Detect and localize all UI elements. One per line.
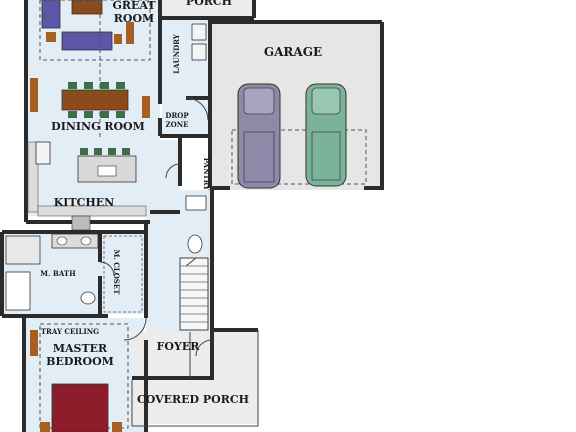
kitchen-fixtures xyxy=(27,141,147,231)
shower xyxy=(5,235,41,265)
coffee-table xyxy=(71,0,103,15)
cooktop xyxy=(71,215,91,231)
label-laundry: LAUNDRY xyxy=(172,33,181,74)
dining-furniture xyxy=(30,22,150,118)
master-toilet xyxy=(80,291,96,305)
label-kitchen: KITCHEN xyxy=(54,196,114,209)
sofa-main xyxy=(61,31,113,51)
label-pantry: PANTRY xyxy=(202,158,211,191)
cabinet xyxy=(142,96,150,118)
sofa-side xyxy=(41,0,61,29)
dining-table xyxy=(61,89,129,111)
stairs xyxy=(179,257,209,331)
rug-outline xyxy=(39,0,151,61)
fridge xyxy=(35,141,51,165)
half-bath-sink xyxy=(185,195,207,211)
label-dining-room: DINING ROOM xyxy=(51,120,145,133)
label-porch-top: PORCH xyxy=(186,0,232,8)
label-garage: GARAGE xyxy=(264,45,322,59)
room-labels: PORCH GREAT ROOM LAUNDRY GARAGE DINING R… xyxy=(40,0,322,406)
top-porch-floor xyxy=(162,0,254,16)
porch-outlines xyxy=(131,330,259,427)
label-covered-porch: COVERED PORCH xyxy=(137,393,249,406)
label-master-bedroom-2: BEDROOM xyxy=(46,355,114,368)
great-room-furniture xyxy=(39,0,151,140)
closet-shelf xyxy=(103,235,143,313)
nightstand-left xyxy=(40,422,50,432)
nightstand-right xyxy=(112,422,122,432)
label-foyer: FOYER xyxy=(157,340,201,353)
bed xyxy=(51,383,109,432)
sink xyxy=(97,165,117,177)
buffet xyxy=(30,78,38,112)
counter-south xyxy=(37,205,147,217)
counter-west xyxy=(27,141,39,213)
label-great-room-2: ROOM xyxy=(114,12,154,25)
door-swings xyxy=(99,97,213,357)
label-m-closet: M. CLOSET xyxy=(112,250,121,296)
master-bath-fixtures xyxy=(5,233,143,313)
label-drop-zone-1: DROP xyxy=(165,111,189,120)
bedroom-furniture xyxy=(30,323,129,432)
label-tray-ceiling: TRAY CEILING xyxy=(41,327,99,336)
garage-vehicles xyxy=(231,83,367,189)
label-master-bedroom-1: MASTER xyxy=(53,342,108,355)
dresser xyxy=(30,330,38,356)
end-table-left xyxy=(46,32,56,42)
truck-right xyxy=(305,83,347,187)
laundry-fixtures xyxy=(185,23,207,254)
truck-left xyxy=(237,83,281,189)
tub xyxy=(5,271,31,311)
label-m-bath: M. BATH xyxy=(40,269,76,278)
sideboard xyxy=(126,22,134,44)
half-bath-toilet xyxy=(187,234,203,254)
label-drop-zone-2: ZONE xyxy=(166,120,189,129)
end-table-right xyxy=(114,34,122,44)
label-great-room-1: GREAT xyxy=(112,0,156,12)
